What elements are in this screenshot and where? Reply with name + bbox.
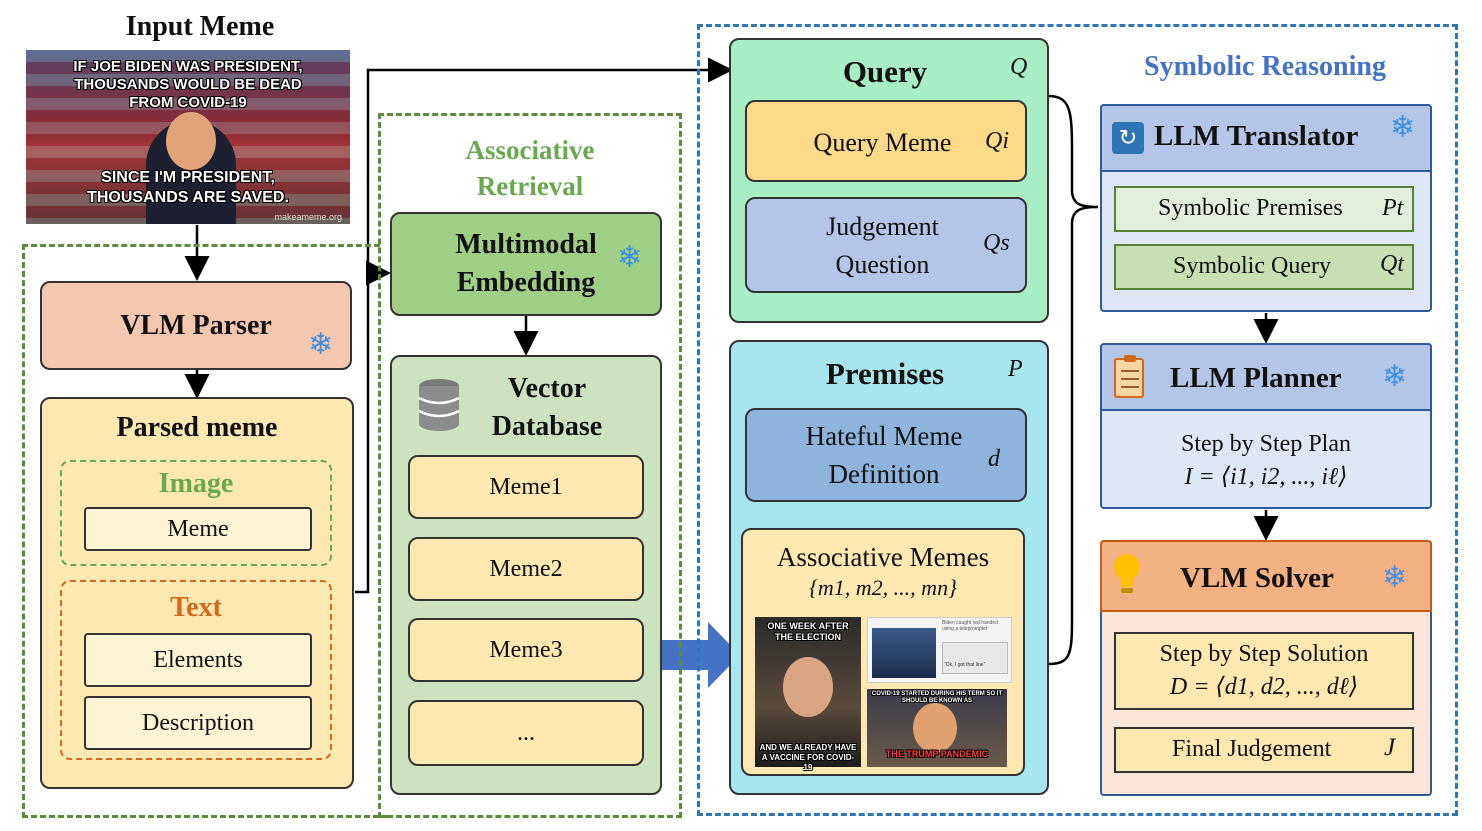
thumb1-face [783,657,833,717]
final-judgement-symbol: J [1384,734,1396,761]
input-meme-title: Input Meme [125,11,275,42]
symbolic-reasoning-region [697,24,1458,816]
retrieval-title-line2: Retrieval [476,171,584,201]
judgement-question-box [745,197,1027,293]
database-item-1: Meme1 [408,455,644,519]
vlm-parser-box: VLM Parser [40,281,352,370]
database-item-more: ... [408,700,644,766]
symbolic-premises-label: Symbolic Premises [1158,195,1343,221]
thumb2-text: Biden caught red handed using a teleprom… [942,620,998,632]
embedding-line1: Multimodal [455,229,597,260]
thumb2-photo-left [872,628,936,678]
symbolic-query-box [1114,244,1414,290]
symbolic-reasoning-title: Symbolic Reasoning [1144,51,1386,82]
associative-meme-thumb-1: ONE WEEK AFTER THE ELECTION AND WE ALREA… [755,617,861,772]
query-meme-label: Query Meme [813,128,952,157]
text-group-title: Text [170,592,222,623]
symbolic-query-symbol: Qt [1380,251,1404,277]
thumb1-top-text: ONE WEEK AFTER THE ELECTION [767,621,849,642]
judgement-line1: Judgement [826,212,939,241]
llm-translator-title: LLM Translator [1154,120,1359,152]
speaker-face [166,112,216,170]
snowflake-icon: ❄ [1382,560,1408,595]
database-item-3: Meme3 [408,618,644,682]
retrieval-title-line1: Associative [465,135,595,165]
premises-title: Premises [825,356,945,391]
step-solution-line1: Step by Step Solution [1159,641,1369,667]
parsed-meme-title: Parsed meme [116,412,278,443]
query-meme-box [745,100,1027,182]
step-plan-line2: I = ⟨i1, i2, ..., iℓ⟩ [1184,464,1348,490]
parse-region-top [22,244,380,247]
step-solution-line2: D = ⟨d1, d2, ..., dℓ⟩ [1169,674,1359,700]
input-meme-bottom-text: SINCE I'M PRESIDENT, THOUSANDS ARE SAVED… [87,169,289,206]
image-meme-item: Meme [84,507,312,551]
vector-db-line1: Vector [507,373,587,404]
snowflake-icon: ❄ [308,327,334,362]
premises-symbol: P [1008,356,1023,382]
image-group [60,460,332,566]
lightbulb-icon [1114,554,1140,593]
associative-memes-set: {m1, m2, ..., mn} [809,575,957,600]
symbolic-query-label: Symbolic Query [1173,253,1331,279]
retrieval-title: Associative Retrieval [420,132,640,204]
hateful-definition-box [745,408,1027,502]
parse-region [22,244,388,818]
step-plan-text: Step by Step Plan I = ⟨i1, i2, ..., iℓ⟩ [1110,426,1422,496]
llm-translator-header [1100,104,1432,172]
associative-memes-title: Associative Memes [776,541,990,572]
text-group [60,580,332,760]
final-judgement-label: Final Judgement [1172,736,1332,762]
vlm-solver-header [1100,540,1432,612]
thumb2-photo-right [942,642,1008,674]
input-meme-image: IF JOE BIDEN WAS PRESIDENT, THOUSANDS WO… [26,50,350,224]
embedding-line2: Embedding [456,267,596,298]
thumb3-top-text: COVID-19 STARTED DURING HIS TERM SO IT S… [871,691,1003,704]
symbolic-premises-symbol: Pt [1382,195,1404,221]
hateful-definition-label: Hateful Meme Definition [778,417,990,493]
associative-meme-thumb-2: Biden caught red handed using a teleprom… [867,617,1012,683]
database-item-2: Meme2 [408,537,644,601]
final-judgement-box [1114,727,1414,773]
step-solution-text: Step by Step Solution D = ⟨d1, d2, ..., … [1114,636,1414,706]
snowflake-icon: ❄ [1390,110,1416,145]
query-symbol: Q [1010,54,1028,80]
clipboard-icon [1114,355,1144,398]
judgement-symbol: Qs [983,230,1010,256]
definition-line1: Hateful Meme [805,421,963,451]
refresh-icon: ↻ [1112,122,1144,154]
database-icon [418,379,460,431]
llm-planner-header [1100,343,1432,411]
thumb3-bottom-text: THE TRUMP PANDEMIC [885,749,989,759]
vlm-solver-title: VLM Solver [1180,562,1334,594]
judgement-question-label: Judgement Question [790,208,975,284]
judgement-line2: Question [835,250,930,279]
thumb2-caption: "Ok, I got that line" [944,662,986,668]
input-meme-top-text: IF JOE BIDEN WAS PRESIDENT, THOUSANDS WO… [73,58,303,111]
snowflake-icon: ❄ [617,240,643,275]
definition-symbol: d [988,446,1000,472]
query-meme-symbol: Qi [985,128,1009,154]
watermark: makeameme.org [274,212,342,222]
definition-line2: Definition [828,459,940,489]
multimodal-embedding-box: Multimodal Embedding [390,212,662,316]
text-elements-item: Elements [84,633,312,687]
thumb1-bottom-text: AND WE ALREADY HAVE A VACCINE FOR COVID-… [759,743,857,772]
llm-planner-title: LLM Planner [1170,362,1342,394]
snowflake-icon: ❄ [1382,359,1408,394]
thumb3-face [913,703,957,753]
retrieval-region [378,113,682,818]
symbolic-premises-box [1114,186,1414,232]
vector-database-title: Vector Database [462,370,632,446]
query-title: Query [842,54,928,89]
associative-meme-thumb-3: COVID-19 STARTED DURING HIS TERM SO IT S… [867,689,1007,767]
step-plan-line1: Step by Step Plan [1180,431,1351,457]
image-group-title: Image [158,468,234,499]
text-description-item: Description [84,696,312,750]
vector-db-line2: Database [491,411,603,442]
vlm-parser-label: VLM Parser [120,309,272,341]
step-solution-box [1114,632,1414,710]
